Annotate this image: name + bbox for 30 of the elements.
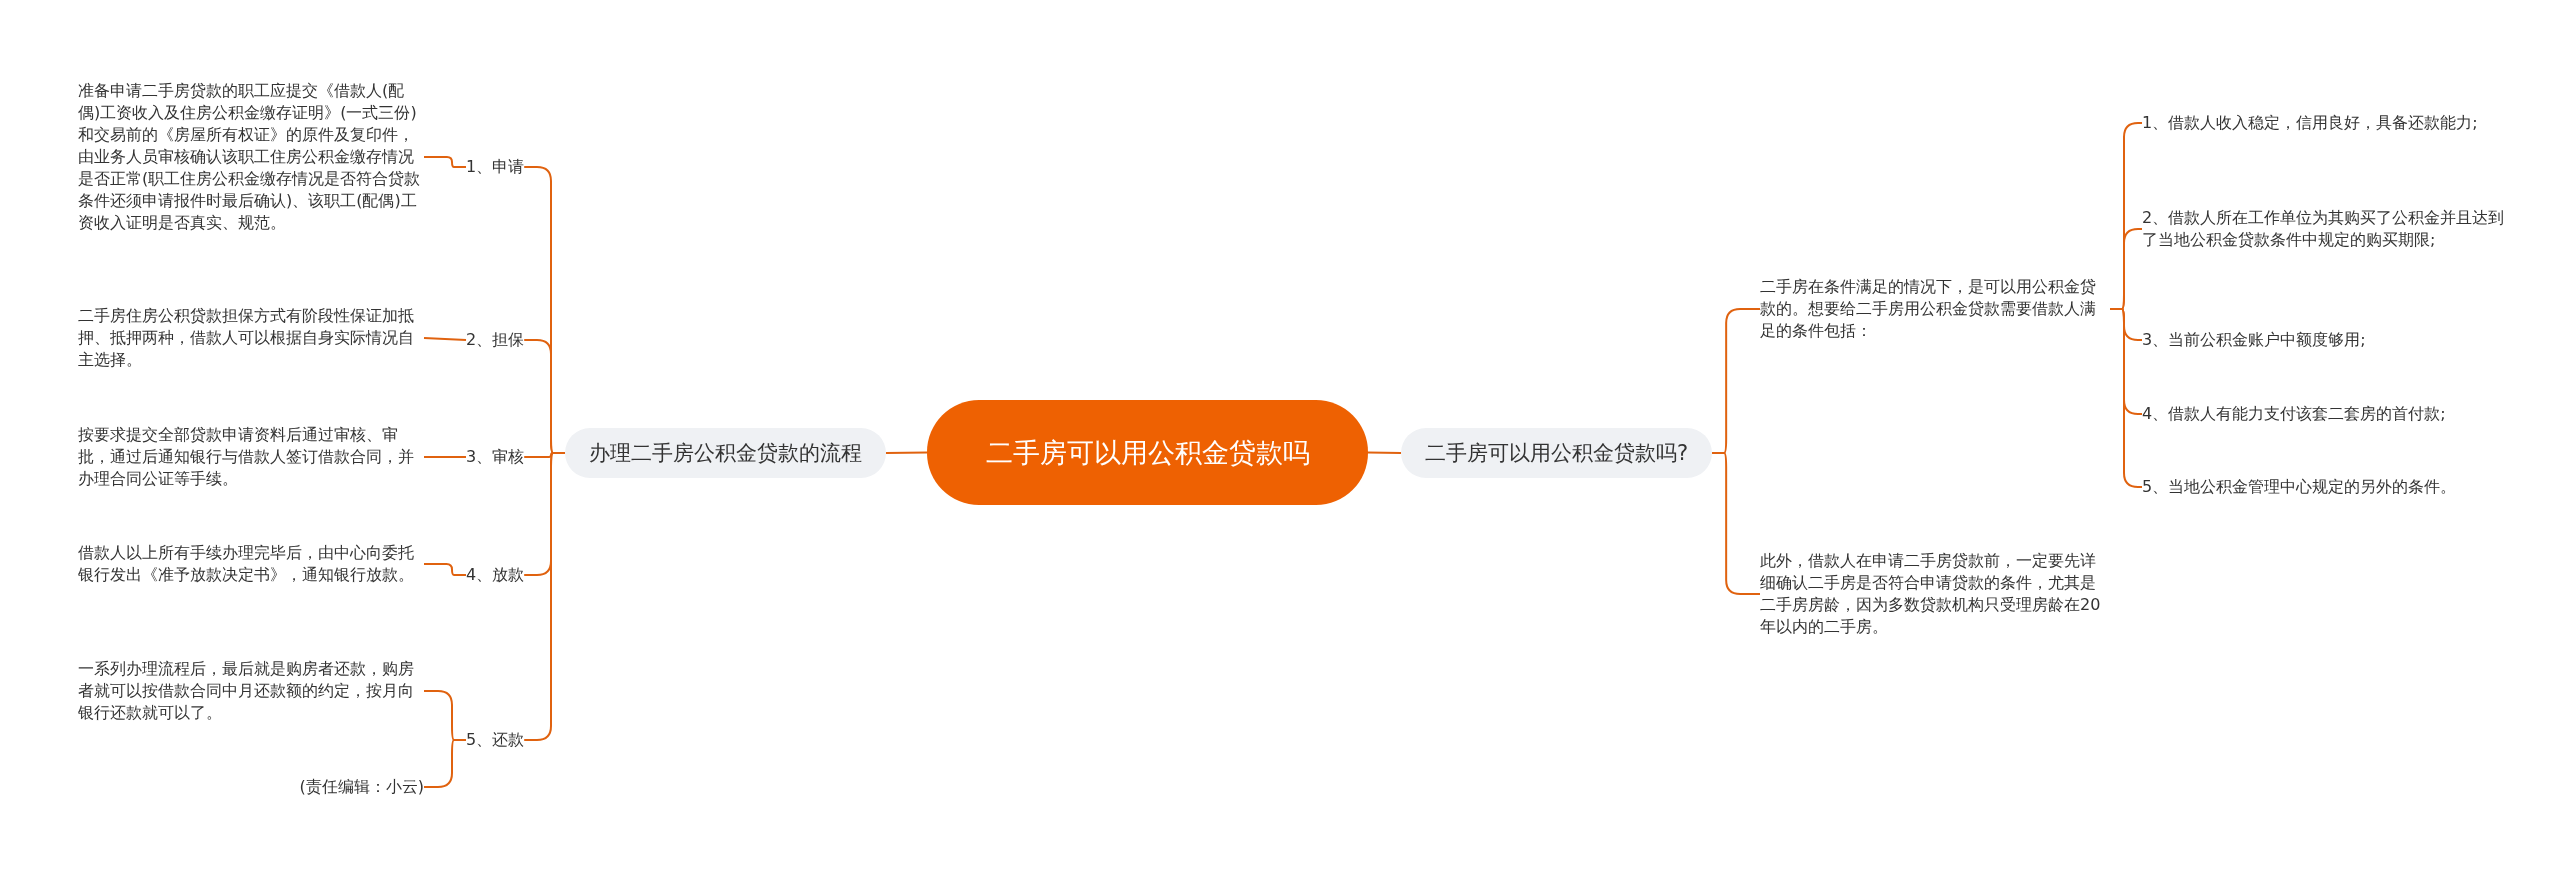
connector-line xyxy=(1711,452,1761,595)
description-text: 一系列办理流程后，最后就是购房者还款，购房者就可以按借款合同中月还款额的约定，按月向银行还款就可以了。 xyxy=(78,658,424,724)
description-text: 借款人以上所有手续办理完毕后，由中心向委托银行发出《准予放款决定书》，通知银行放款。 xyxy=(78,542,424,586)
editor-note: (责任编辑：小云) xyxy=(299,776,424,798)
description-text: 此外，借款人在申请二手房贷款前，一定要先详细确认二手房是否符合申请贷款的条件，尤其是二手房房龄，因为多数贷款机构只受理房龄在20年以内的二手房。 xyxy=(1760,550,2110,638)
description-text: 二手房住房公积贷款担保方式有阶段性保证加抵押、抵押两种，借款人可以根据自身实际情况自主选择。 xyxy=(78,305,424,371)
description-text: 2、借款人所在工作单位为其购买了公积金并且达到了当地公积金贷款条件中规定的购买期限; xyxy=(2142,207,2512,251)
connector-line xyxy=(1367,451,1402,454)
connector-line xyxy=(423,739,467,788)
connector-line xyxy=(423,337,467,341)
step-label: 5、还款 xyxy=(466,729,525,751)
step-label: 3、审核 xyxy=(466,446,525,468)
description-text: 二手房在条件满足的情况下，是可以用公积金贷款的。想要给二手房用公积金贷款需要借款人满足的条件包括： xyxy=(1760,276,2110,342)
branch-topic-bubble: 二手房可以用公积金贷款吗? xyxy=(1401,428,1713,478)
description-text: 5、当地公积金管理中心规定的另外的条件。 xyxy=(2142,476,2512,498)
connector-line xyxy=(423,456,467,458)
description-text: 准备申请二手房贷款的职工应提交《借款人(配偶)工资收入及住房公积金缴存证明》(一式三份)和交易前的《房屋所有权证》的原件及复印件，由业务人员审核确认该职工住房公积金缴存情况是否正常(职工住房公积金缴存情况是否符合贷款条件还须申请报件时最后确认)、该职工(配偶)工资收入证明是否真实、规范。 xyxy=(78,80,424,234)
description-text: 按要求提交全部贷款申请资料后通过审核、审批，通过后通知银行与借款人签订借款合同，并办理合同公证等手续。 xyxy=(78,424,424,490)
connector-line xyxy=(885,451,928,454)
connector-line xyxy=(523,452,566,741)
step-label: 1、申请 xyxy=(466,156,525,178)
central-topic-bubble: 二手房可以用公积金贷款吗 xyxy=(927,400,1368,505)
step-label: 4、放款 xyxy=(466,564,525,586)
description-text: 1、借款人收入稳定，信用良好，具备还款能力; xyxy=(2142,112,2512,134)
branch-topic-bubble: 办理二手房公积金贷款的流程 xyxy=(565,428,886,478)
step-label: 2、担保 xyxy=(466,329,525,351)
connector-line xyxy=(423,563,467,576)
connector-line xyxy=(423,156,467,168)
description-text: 4、借款人有能力支付该套二套房的首付款; xyxy=(2142,403,2512,425)
description-text: 3、当前公积金账户中额度够用; xyxy=(2142,329,2512,351)
